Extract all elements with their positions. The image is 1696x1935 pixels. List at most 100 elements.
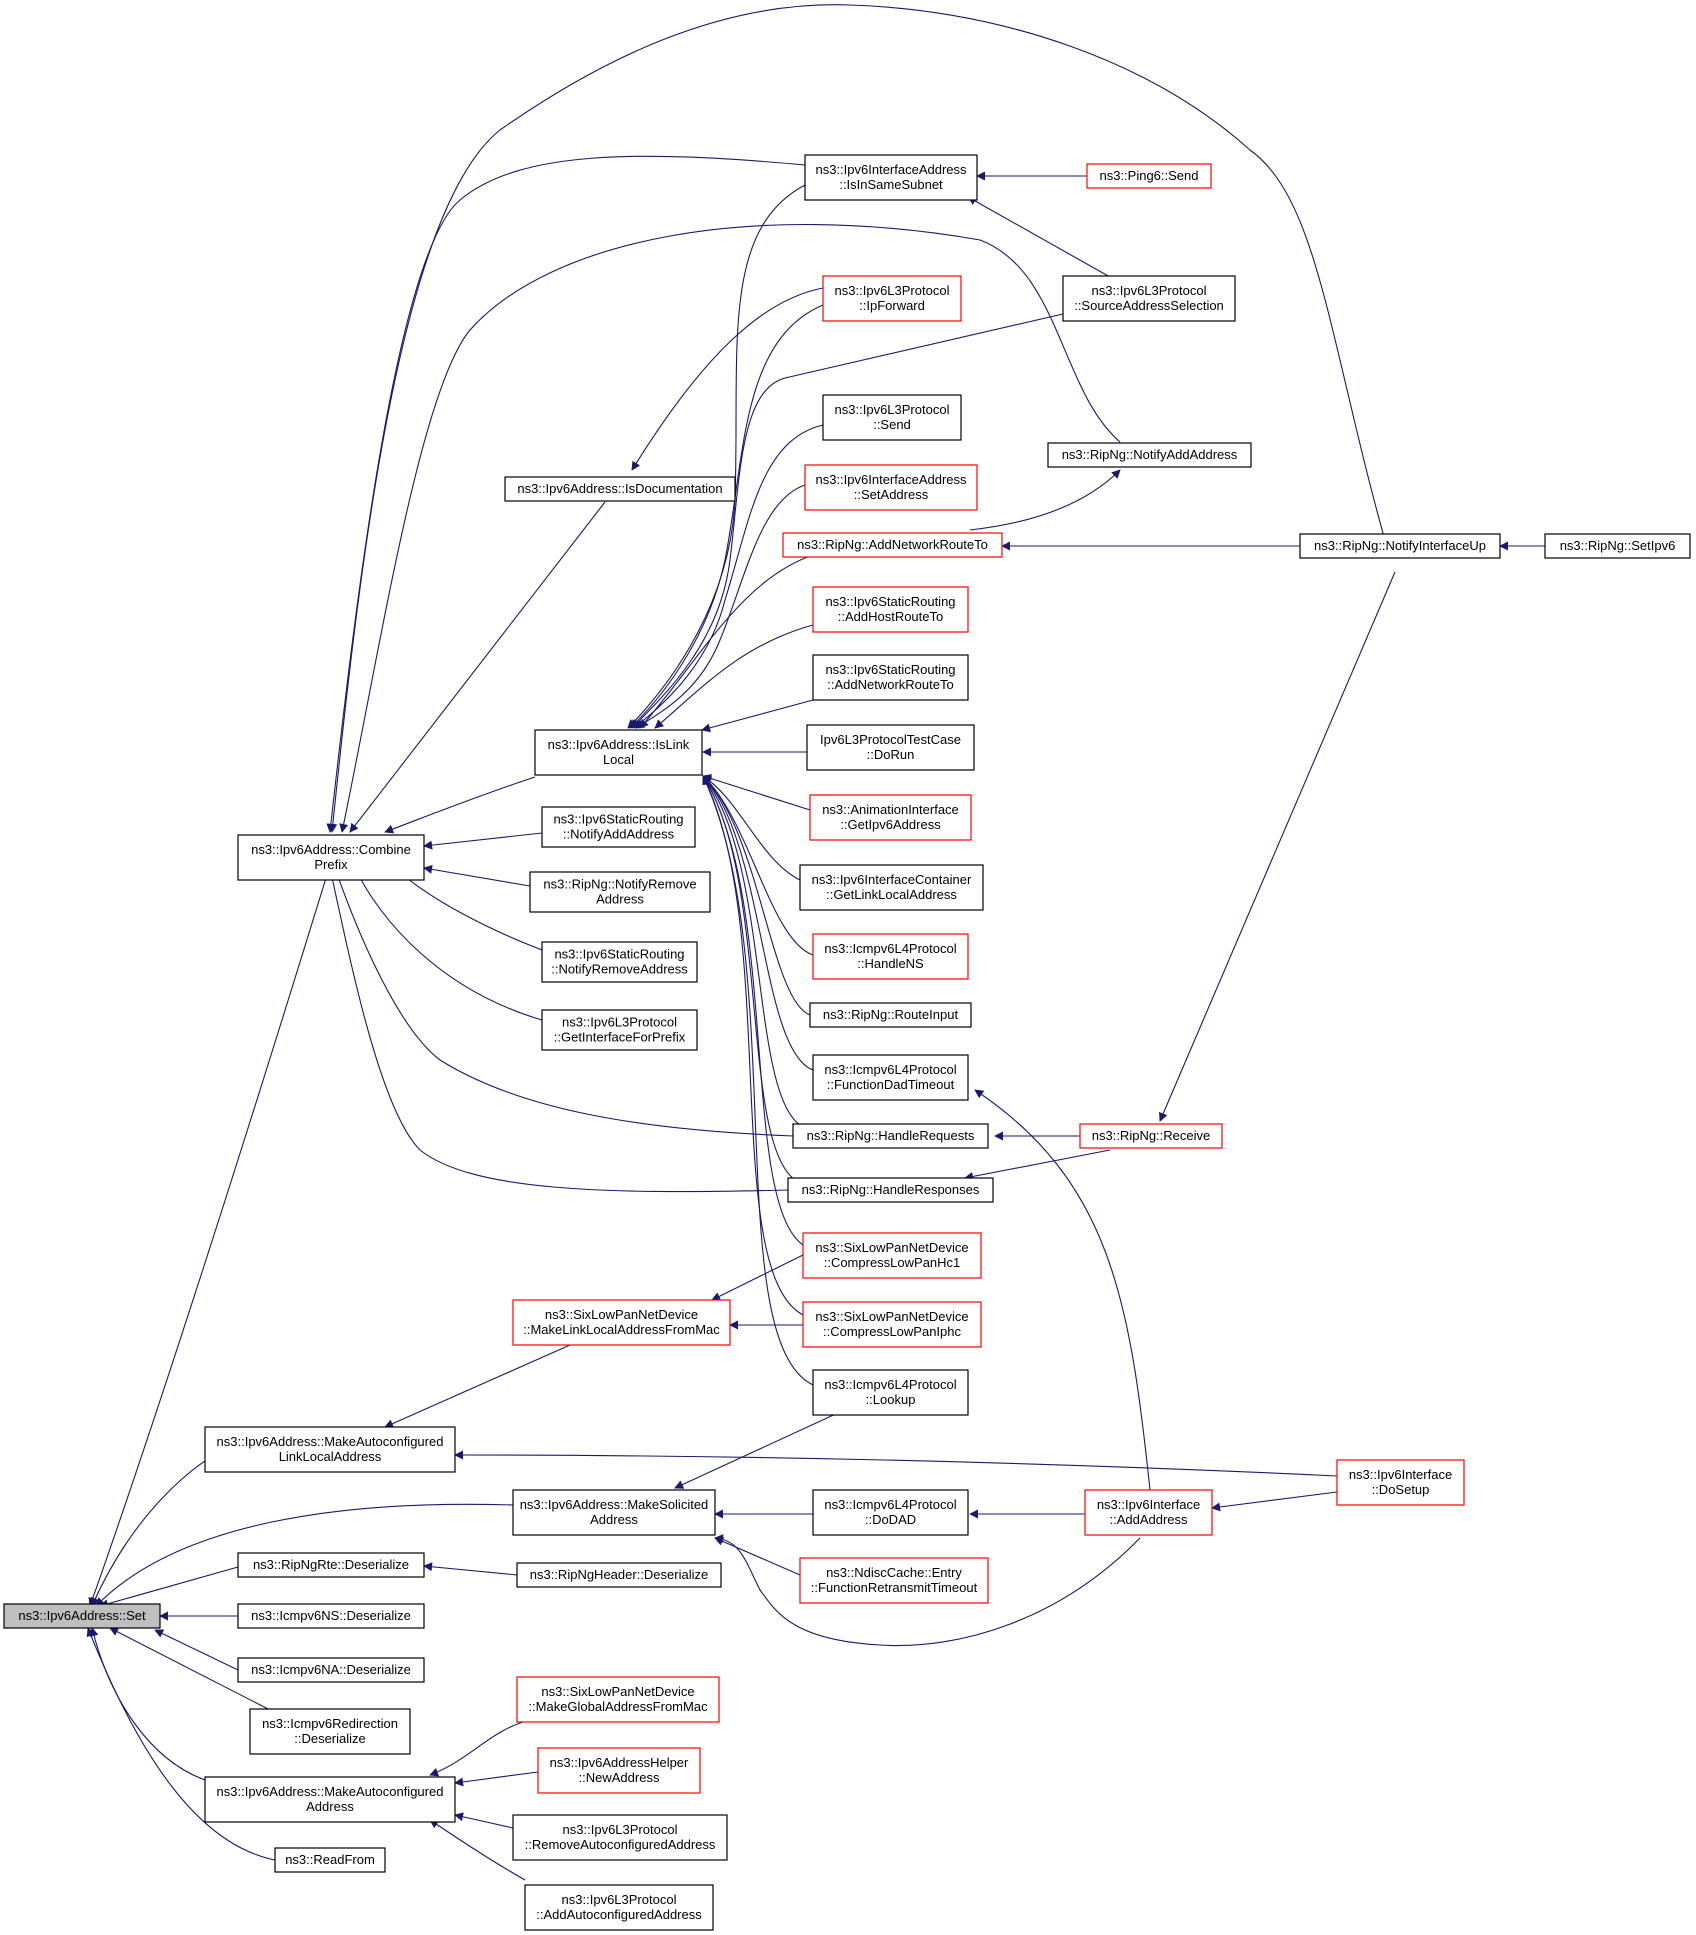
node-box	[204, 1776, 456, 1823]
node-sixmkglobal[interactable]: ns3::SixLowPanNetDevice::MakeGlobalAddre…	[516, 1676, 720, 1723]
node-remautocfg[interactable]: ns3::Ipv6L3Protocol::RemoveAutoconfigure…	[512, 1814, 728, 1861]
node-lookup[interactable]: ns3::Icmpv6L4Protocol::Lookup	[812, 1369, 969, 1416]
node-label: ::FunctionRetransmitTimeout	[811, 1580, 978, 1595]
node-srnotrem[interactable]: ns3::Ipv6StaticRouting::NotifyRemoveAddr…	[541, 941, 698, 983]
node-label: ns3::Icmpv6L4Protocol	[824, 1497, 956, 1512]
node-label: ns3::NdiscCache::Entry	[826, 1565, 962, 1580]
node-compressiphc[interactable]: ns3::SixLowPanNetDevice::CompressLowPanI…	[802, 1301, 982, 1348]
node-box	[516, 1562, 722, 1588]
node-label: ns3::SixLowPanNetDevice	[541, 1684, 694, 1699]
node-label: ns3::Ipv6Interface	[1349, 1467, 1452, 1482]
edge-dosetup-to-ifaddaddr	[1211, 1491, 1338, 1512]
nodes-layer: ns3::Ipv6Address::Set ns3::Ipv6Address::…	[3, 154, 1691, 1931]
edge-ipforward-to-isdoc	[631, 287, 824, 471]
node-ripnotadd[interactable]: ns3::RipNg::NotifyAddAddress	[1047, 442, 1252, 468]
node-label: ::Lookup	[866, 1392, 916, 1407]
edge-isdoc-to-combine	[349, 501, 606, 833]
node-dodad[interactable]: ns3::Icmpv6L4Protocol::DoDAD	[812, 1489, 969, 1536]
node-newaddr[interactable]: ns3::Ipv6AddressHelper::NewAddress	[537, 1747, 701, 1794]
node-label: ::AddAddress	[1109, 1512, 1188, 1527]
node-insamesubnet[interactable]: ns3::Ipv6InterfaceAddress::IsInSameSubne…	[804, 154, 978, 201]
node-label: ns3::Ipv6Address::IsLink	[548, 737, 690, 752]
node-ripnghdr[interactable]: ns3::RipNgHeader::Deserialize	[516, 1562, 722, 1588]
node-set[interactable]: ns3::Ipv6Address::Set	[3, 1603, 161, 1629]
edge-remautocfg-to-mkauto	[454, 1812, 514, 1829]
node-handlens[interactable]: ns3::Icmpv6L4Protocol::HandleNS	[812, 933, 969, 980]
node-box	[1086, 163, 1212, 189]
node-animget[interactable]: ns3::AnimationInterface::GetIpv6Address	[809, 794, 972, 841]
node-ndisc[interactable]: ns3::NdiscCache::Entry::FunctionRetransm…	[799, 1557, 989, 1604]
node-label: ::GetIpv6Address	[840, 817, 941, 832]
node-box	[1299, 533, 1501, 559]
node-label: ::HandleNS	[857, 956, 924, 971]
node-riprte[interactable]: ns3::RipNgRte::Deserialize	[237, 1552, 425, 1578]
node-notifyup[interactable]: ns3::RipNg::NotifyInterfaceUp	[1299, 533, 1501, 559]
edge-ndisc-to-mksolicited	[714, 1537, 801, 1576]
node-label: ns3::Ipv6Address::Combine	[251, 842, 411, 857]
node-addautocfg[interactable]: ns3::Ipv6L3Protocol::AddAutoconfiguredAd…	[524, 1884, 714, 1931]
node-label: ::AddNetworkRouteTo	[827, 677, 953, 692]
node-srnetroute[interactable]: ns3::Ipv6StaticRouting::AddNetworkRouteT…	[812, 654, 969, 701]
node-label: ns3::RipNg::HandleRequests	[807, 1128, 975, 1143]
node-box	[809, 1002, 972, 1028]
node-srcaddrsel[interactable]: ns3::Ipv6L3Protocol::SourceAddressSelect…	[1062, 275, 1236, 322]
node-srnotadd[interactable]: ns3::Ipv6StaticRouting::NotifyAddAddress	[541, 806, 696, 848]
node-label: ::IsInSameSubnet	[839, 177, 943, 192]
node-routeinput[interactable]: ns3::RipNg::RouteInput	[809, 1002, 972, 1028]
node-box	[787, 1177, 994, 1203]
node-icmpredir[interactable]: ns3::Icmpv6Redirection::Deserialize	[249, 1708, 411, 1755]
node-addnetroute[interactable]: ns3::RipNg::AddNetworkRouteTo	[782, 532, 1003, 558]
node-ifcont[interactable]: ns3::Ipv6InterfaceContainer::GetLinkLoca…	[799, 864, 984, 911]
node-label: ns3::Ipv6Address::MakeAutoconfigured	[217, 1434, 444, 1449]
node-icmpns[interactable]: ns3::Icmpv6NS::Deserialize	[237, 1603, 425, 1629]
node-setipv6[interactable]: ns3::RipNg::SetIpv6	[1544, 533, 1691, 559]
edge-combine-to-set	[88, 864, 331, 1607]
edge-ifaddaddr-to-funcdad	[974, 1089, 1151, 1491]
node-l3send[interactable]: ns3::Ipv6L3Protocol::Send	[822, 394, 962, 441]
edge-islink-to-combine	[384, 776, 536, 834]
edge-srcaddrsel-to-islink	[631, 313, 1064, 729]
edge-ifaddaddr-to-mksolicited	[714, 1534, 1141, 1647]
node-receive[interactable]: ns3::RipNg::Receive	[1079, 1123, 1223, 1149]
node-dosetup[interactable]: ns3::Ipv6Interface::DoSetup	[1336, 1459, 1465, 1506]
node-ifaddrset[interactable]: ns3::Ipv6InterfaceAddress::SetAddress	[804, 464, 978, 511]
node-label: ns3::Ipv6Address::Set	[18, 1608, 146, 1623]
node-funcdad[interactable]: ns3::Icmpv6L4Protocol::FunctionDadTimeou…	[812, 1054, 969, 1101]
edge-riprte-to-set	[99, 1566, 239, 1609]
edge-srhostroute-to-islink	[654, 624, 814, 729]
edge-ripnotrem-to-combine	[423, 864, 531, 887]
node-getiface[interactable]: ns3::Ipv6L3Protocol::GetInterfaceForPref…	[541, 1009, 698, 1051]
edge-ripnotadd-to-combine	[339, 223, 1121, 833]
node-handleresp[interactable]: ns3::RipNg::HandleResponses	[787, 1177, 994, 1203]
node-l3test[interactable]: Ipv6L3ProtocolTestCase::DoRun	[806, 724, 975, 771]
node-label: ::NewAddress	[579, 1770, 660, 1785]
node-box	[541, 941, 698, 983]
node-mkautoll[interactable]: ns3::Ipv6Address::MakeAutoconfiguredLink…	[204, 1426, 456, 1473]
edge-srcaddrsel-to-insamesubnet	[967, 196, 1111, 278]
node-box	[812, 1054, 969, 1101]
node-box	[799, 864, 984, 911]
node-isdoc[interactable]: ns3::Ipv6Address::IsDocumentation	[504, 476, 736, 502]
node-ping6[interactable]: ns3::Ping6::Send	[1086, 163, 1212, 189]
node-mkauto[interactable]: ns3::Ipv6Address::MakeAutoconfiguredAddr…	[204, 1776, 456, 1823]
node-srhostroute[interactable]: ns3::Ipv6StaticRouting::AddHostRouteTo	[812, 586, 969, 633]
node-ipforward[interactable]: ns3::Ipv6L3Protocol::IpForward	[822, 275, 962, 322]
node-readfrom[interactable]: ns3::ReadFrom	[274, 1847, 386, 1873]
node-handlereq[interactable]: ns3::RipNg::HandleRequests	[792, 1123, 989, 1149]
node-compresshc1[interactable]: ns3::SixLowPanNetDevice::CompressLowPanH…	[802, 1232, 982, 1279]
edge-handleresp-to-islink	[702, 775, 796, 1181]
node-sixmkll[interactable]: ns3::SixLowPanNetDevice::MakeLinkLocalAd…	[512, 1299, 731, 1346]
node-label: ::RemoveAutoconfiguredAddress	[525, 1837, 716, 1852]
node-box	[504, 476, 736, 502]
node-ripnotrem[interactable]: ns3::RipNg::NotifyRemoveAddress	[529, 871, 711, 913]
node-icmpna[interactable]: ns3::Icmpv6NA::Deserialize	[237, 1657, 425, 1683]
edge-l3send-to-islink	[633, 424, 824, 729]
node-ifaddaddr[interactable]: ns3::Ipv6Interface::AddAddress	[1084, 1489, 1213, 1536]
edge-srnotadd-to-combine	[423, 832, 543, 850]
node-box	[537, 1747, 701, 1794]
edge-animget-to-islink	[702, 774, 811, 811]
